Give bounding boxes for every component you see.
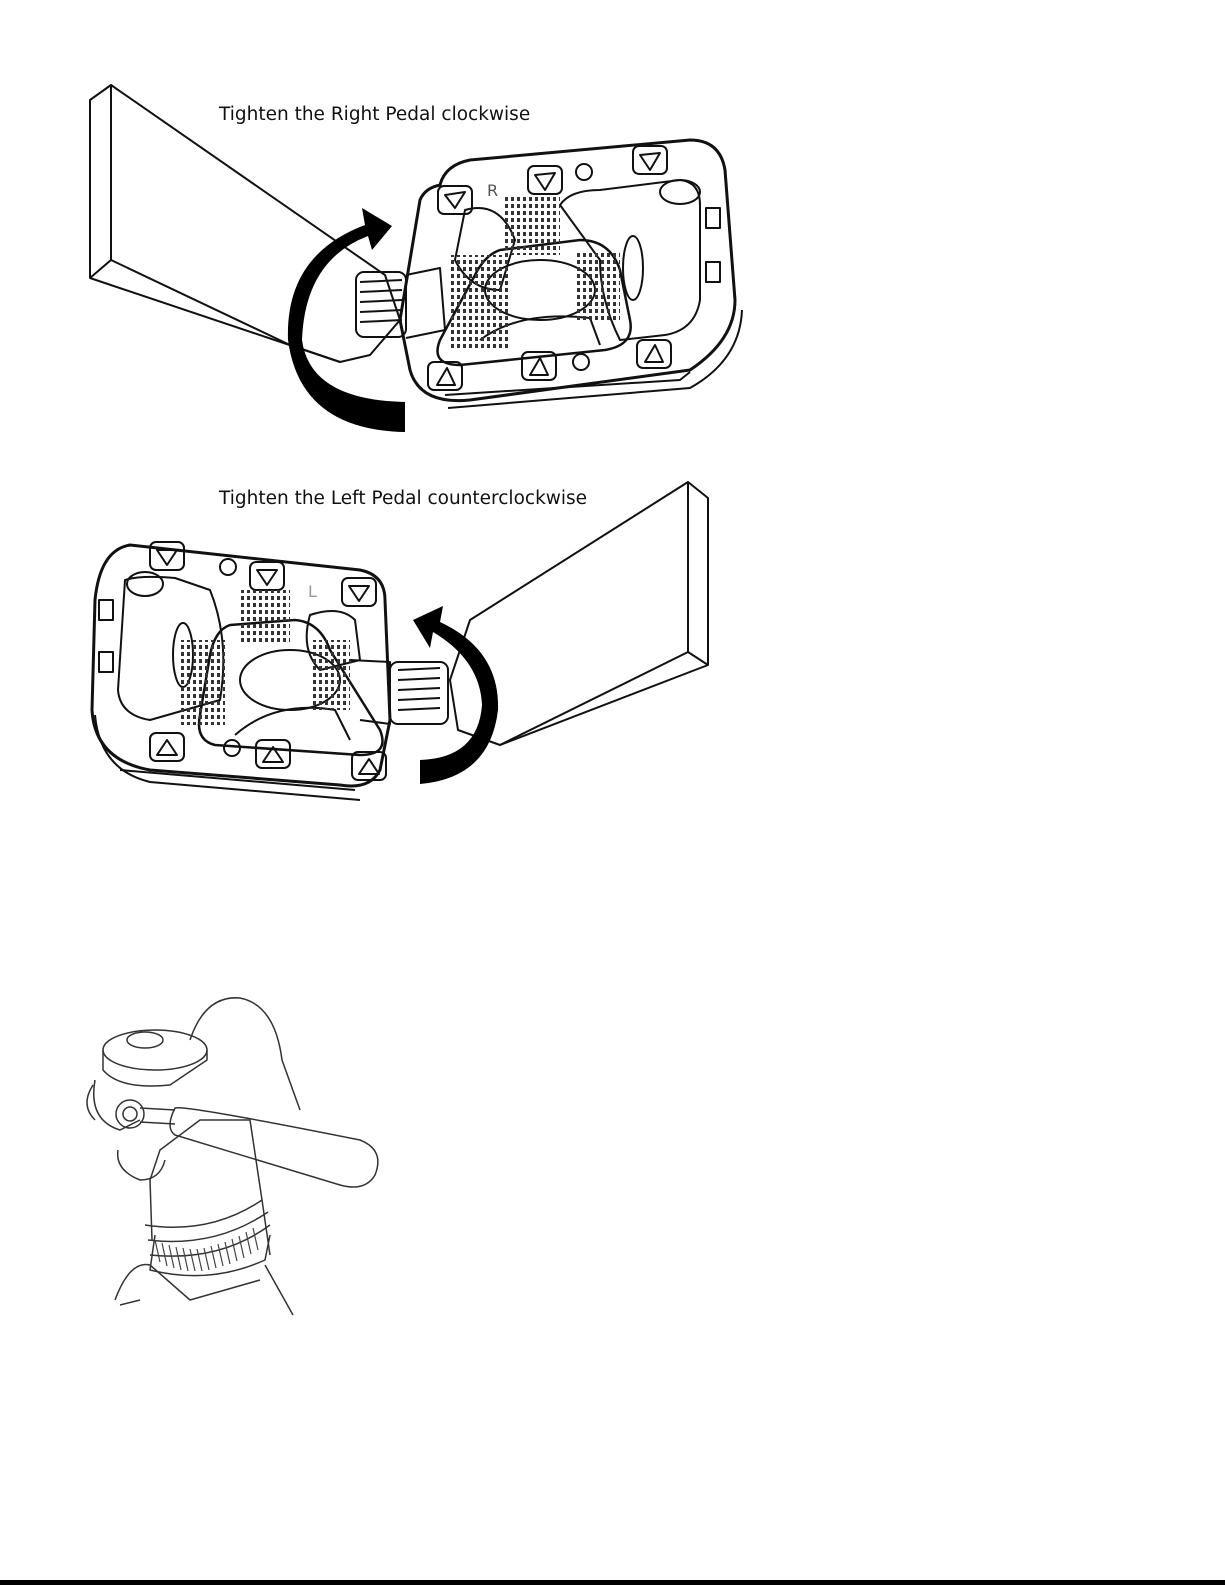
page-bottom-rule bbox=[0, 1580, 1225, 1585]
